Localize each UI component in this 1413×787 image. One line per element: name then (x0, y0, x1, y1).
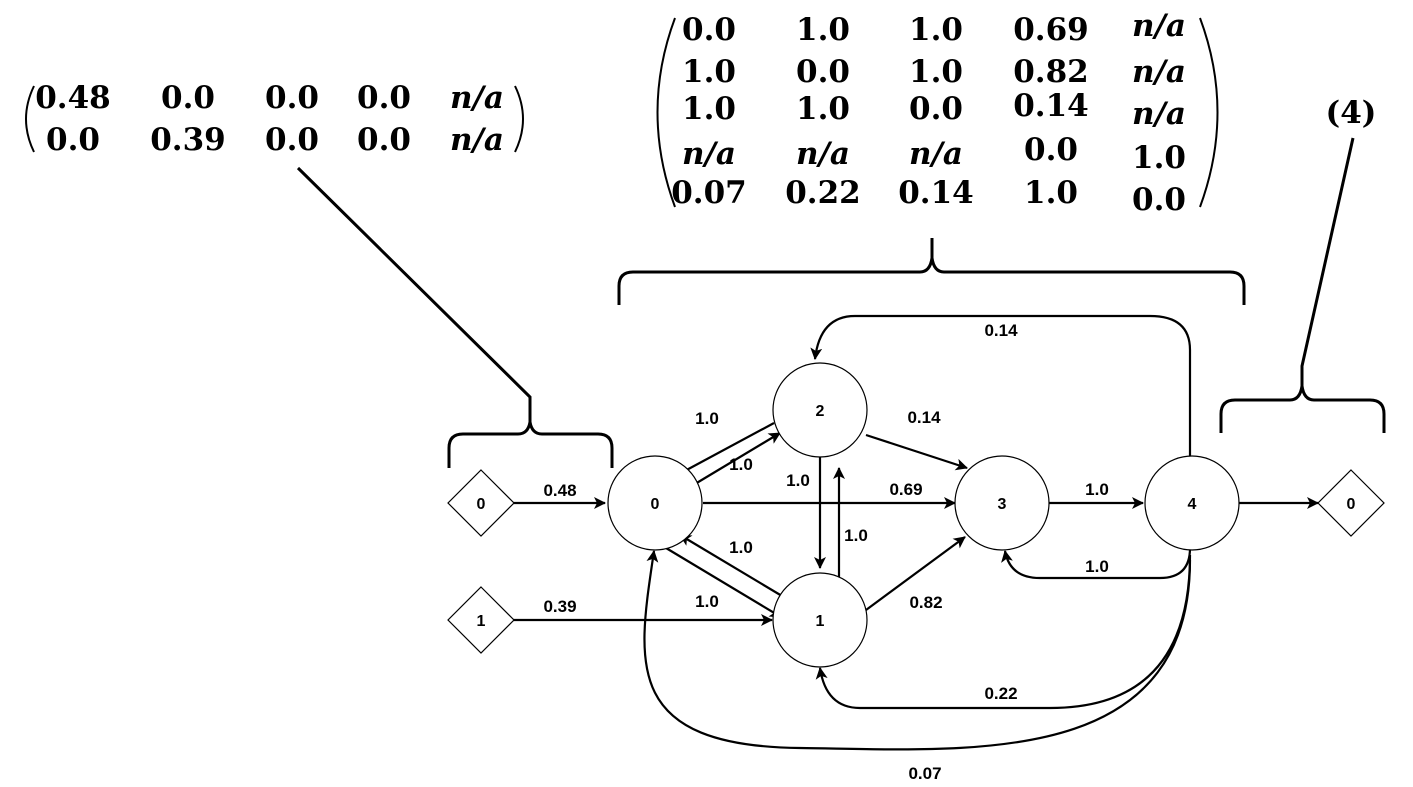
matrix-cell: 0.82 (1013, 54, 1089, 90)
input-brace (447, 421, 614, 468)
hidden-matrix-left-paren (656, 17, 676, 208)
output-node-0: 0 (1317, 469, 1385, 537)
matrix-cell: n/a (1132, 54, 1186, 90)
hidden-node-1: 1 (772, 572, 868, 668)
edge-label-h0-h3: 0.69 (889, 480, 922, 499)
matrix-cell: 0.0 (796, 54, 850, 90)
matrix-cell: 0.0 (265, 80, 319, 116)
edge-label-h4-h1: 0.22 (984, 684, 1017, 703)
matrix-cell: 0.14 (1013, 88, 1089, 124)
hidden-weight-matrix: 0.0 1.0 1.0 0.69 n/a 1.0 0.0 1.0 0.82 n/… (656, 8, 1219, 218)
matrix-cell: 0.48 (35, 80, 111, 116)
matrix-cell: 1.0 (682, 91, 736, 127)
matrix-cell: 0.0 (46, 122, 100, 158)
matrix-cell: 1.0 (909, 12, 963, 48)
edge-label-h0-h1: 1.0 (695, 592, 719, 611)
edge-label-h3-h4: 1.0 (1085, 480, 1109, 499)
matrix-cell: 0.69 (1013, 12, 1089, 48)
matrix-cell: 1.0 (1132, 140, 1186, 176)
edge-labels: 0.48 0.39 1.0 1.0 1.0 0.69 0.14 1.0 1.0 … (543, 321, 1108, 783)
hidden-node-label: 2 (816, 403, 825, 420)
input-node-label: 1 (477, 613, 486, 630)
input-node-label: 0 (477, 496, 486, 513)
matrix-cell: 0.22 (785, 175, 861, 211)
edges (512, 314, 1319, 751)
matrix-cell: n/a (909, 136, 963, 172)
edge-h0-h2 (689, 432, 781, 488)
edge-h4-h0 (643, 550, 1192, 751)
hidden-node-label: 4 (1188, 496, 1197, 513)
matrix-cell: 0.0 (1024, 132, 1078, 168)
edge-h1-h3 (865, 536, 966, 611)
matrix-cell: 0.0 (357, 122, 411, 158)
hidden-node-2: 2 (772, 362, 868, 458)
edge-label-h2-h0: 1.0 (695, 409, 719, 428)
output-vector: (4) (1326, 95, 1377, 131)
matrix-cell: 0.0 (909, 91, 963, 127)
matrix-cell: 0.14 (898, 175, 974, 211)
hidden-node-label: 0 (651, 496, 660, 513)
edge-label-h1-h3: 0.82 (909, 593, 942, 612)
matrix-cell: 1.0 (796, 12, 850, 48)
edge-label-in1-h1: 0.39 (543, 597, 576, 616)
edge-h4-h3 (1001, 547, 1192, 580)
matrix-cell: 1.0 (796, 91, 850, 127)
matrix-cell: n/a (682, 136, 736, 172)
matrix-cell: 0.39 (150, 122, 226, 158)
matrix-cell: n/a (450, 80, 504, 116)
matrix-cell: n/a (450, 122, 504, 158)
input-weight-matrix: 0.48 0.0 0.0 0.0 n/a 0.0 0.39 0.0 0.0 n/… (25, 80, 524, 158)
matrix-cell: 0.0 (1132, 182, 1186, 218)
matrix-cell: 0.0 (682, 12, 736, 48)
output-brace (1219, 385, 1386, 433)
matrix-cell: 0.0 (265, 122, 319, 158)
edge-label-h1-h2: 1.0 (844, 526, 868, 545)
input-pointer-line (296, 166, 532, 422)
matrix-cell: 1.0 (682, 54, 736, 90)
hidden-node-label: 3 (998, 496, 1007, 513)
edge-h2-h3 (865, 433, 968, 471)
matrix-cell: n/a (1132, 96, 1186, 132)
edge-label-h2-h3: 0.14 (907, 408, 941, 427)
input-node-1: 1 (447, 586, 515, 654)
edge-label-h1-h0: 1.0 (729, 538, 753, 557)
edge-label-in0-h0: 0.48 (543, 481, 576, 500)
matrix-cell: 1.0 (909, 54, 963, 90)
hidden-node-4: 4 (1144, 455, 1240, 551)
hidden-node-0: 0 (607, 455, 703, 551)
output-node-label: 0 (1347, 496, 1356, 513)
edge-label-h4-h2: 0.14 (984, 321, 1018, 340)
matrix-cell: 0.0 (161, 80, 215, 116)
edge-h0-h1 (665, 547, 782, 618)
hidden-matrix-right-paren (1199, 17, 1219, 208)
edge-label-h2-h1: 1.0 (786, 471, 810, 490)
matrix-cell: 0.07 (671, 175, 747, 211)
matrix-cell: n/a (796, 136, 850, 172)
hidden-node-label: 1 (816, 613, 825, 630)
output-pointer-line (1300, 137, 1355, 386)
edge-label-h4-h3: 1.0 (1085, 557, 1109, 576)
input-node-0: 0 (447, 469, 515, 537)
edge-h4-h2 (810, 314, 1192, 458)
matrix-cell: 1.0 (1024, 175, 1078, 211)
hidden-node-3: 3 (954, 455, 1050, 551)
edge-h1-h0 (679, 534, 783, 597)
edge-label-h4-h0: 0.07 (908, 764, 941, 783)
matrix-cell: 0.0 (357, 80, 411, 116)
edge-label-h0-h2: 1.0 (729, 455, 753, 474)
input-matrix-left-paren (25, 85, 35, 153)
matrix-cell: n/a (1132, 8, 1186, 44)
hidden-brace (617, 257, 1246, 305)
input-matrix-right-paren (514, 85, 524, 153)
